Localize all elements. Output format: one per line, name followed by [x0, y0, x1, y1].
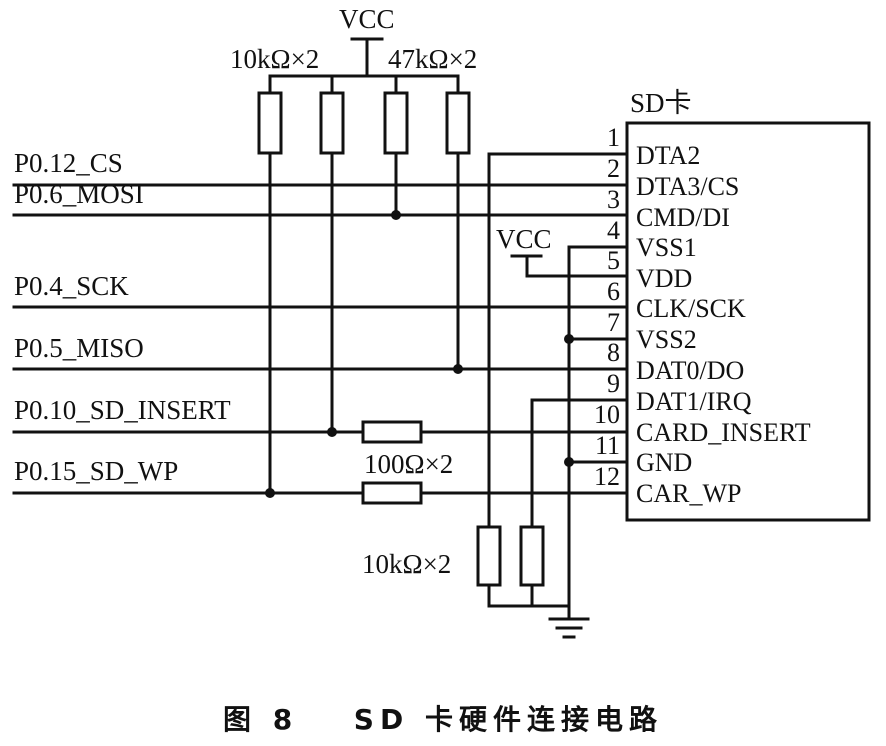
signal-label: P0.15_SD_WP [14, 456, 178, 486]
pullup-47k-label: 47kΩ×2 [388, 44, 477, 74]
junction-dot [564, 457, 574, 467]
junction-dot [265, 488, 275, 498]
pin-number: 5 [607, 246, 620, 275]
pullup-resistor-wp [257, 74, 283, 495]
pin-number: 1 [607, 123, 620, 152]
signal-label: P0.6_MOSI [14, 179, 144, 209]
pin-name: GND [636, 448, 692, 477]
pullup-resistor-miso [445, 74, 471, 371]
signal-label: P0.4_SCK [14, 271, 129, 301]
ground-symbol-icon [548, 617, 590, 639]
pin-number: 3 [607, 185, 620, 214]
resistor-body [445, 91, 471, 155]
pulldown-10k-label: 10kΩ×2 [362, 549, 451, 579]
pin-number: 7 [607, 308, 620, 337]
pin-number: 8 [607, 338, 620, 367]
pin-number: 2 [607, 154, 620, 183]
pin-number: 4 [607, 216, 620, 245]
signal-label: P0.10_SD_INSERT [14, 395, 231, 425]
pin-name: CAR_WP [636, 479, 741, 508]
series-resistor-insert [361, 420, 423, 444]
pin-name: VSS1 [636, 233, 697, 262]
pulldown-dta2 [476, 152, 629, 608]
pin-number: 11 [595, 431, 620, 460]
junction-dot [391, 210, 401, 220]
signal-label: P0.12_CS [14, 148, 123, 178]
pin-number: 10 [594, 400, 620, 429]
resistor-body [519, 525, 545, 587]
pin-name: VDD [636, 264, 692, 293]
sd-card-pins: 1 DTA2 2 DTA3/CS 3 CMD/DI 4 VSS1 5 VDD 6… [594, 123, 811, 508]
ground-network [487, 245, 629, 639]
resistor-body [257, 91, 283, 155]
vcc-card-label: VCC [496, 224, 552, 254]
sd-card-block: SD卡 1 DTA2 2 DTA3/CS 3 CMD/DI 4 VSS1 5 V… [594, 88, 871, 522]
junction-dot [453, 364, 463, 374]
resistor-body [476, 525, 502, 587]
pullup-resistor-mosi [383, 74, 409, 217]
pin-name: DTA3/CS [636, 172, 739, 201]
signal-sd-wp: P0.15_SD_WP [12, 456, 629, 505]
vcc-card-supply: VCC [496, 224, 629, 278]
figure-caption: 图 8 SD 卡硬件连接电路 [0, 698, 886, 738]
resistor-body [319, 91, 345, 155]
signal-cs: P0.12_CS [12, 148, 629, 187]
resistor-body [383, 91, 409, 155]
signal-miso: P0.5_MISO [12, 333, 629, 371]
pin-number: 6 [607, 277, 620, 306]
pin-name: DTA2 [636, 141, 700, 170]
signal-mosi: P0.6_MOSI [12, 179, 629, 217]
signal-sck: P0.4_SCK [12, 271, 629, 309]
vcc-top-label: VCC [339, 4, 395, 34]
sd-card-title: SD卡 [630, 88, 692, 118]
pin-number: 12 [594, 462, 620, 491]
series-resistor-wp [361, 481, 423, 505]
pin-name: DAT0/DO [636, 356, 744, 385]
series-100-label: 100Ω×2 [364, 449, 453, 479]
pullup-10k-label: 10kΩ×2 [230, 44, 319, 74]
signal-label: P0.5_MISO [14, 333, 144, 363]
pin-name: DAT1/IRQ [636, 387, 752, 416]
vcc-top-supply: VCC [268, 4, 460, 78]
pin-name: CARD_INSERT [636, 418, 811, 447]
pin-name: VSS2 [636, 325, 697, 354]
pulldown-dat1 [519, 398, 629, 608]
figure-title: SD 卡硬件连接电路 [353, 703, 663, 736]
sd-card-box [625, 121, 871, 522]
pin-name: CMD/DI [636, 203, 730, 232]
junction-dot [564, 334, 574, 344]
signal-sd-insert: P0.10_SD_INSERT [12, 395, 629, 444]
pin-number: 9 [607, 369, 620, 398]
junction-dot [327, 427, 337, 437]
pullup-resistor-insert [319, 74, 345, 434]
figure-number: 图 8 [223, 703, 299, 736]
pin-name: CLK/SCK [636, 294, 746, 323]
